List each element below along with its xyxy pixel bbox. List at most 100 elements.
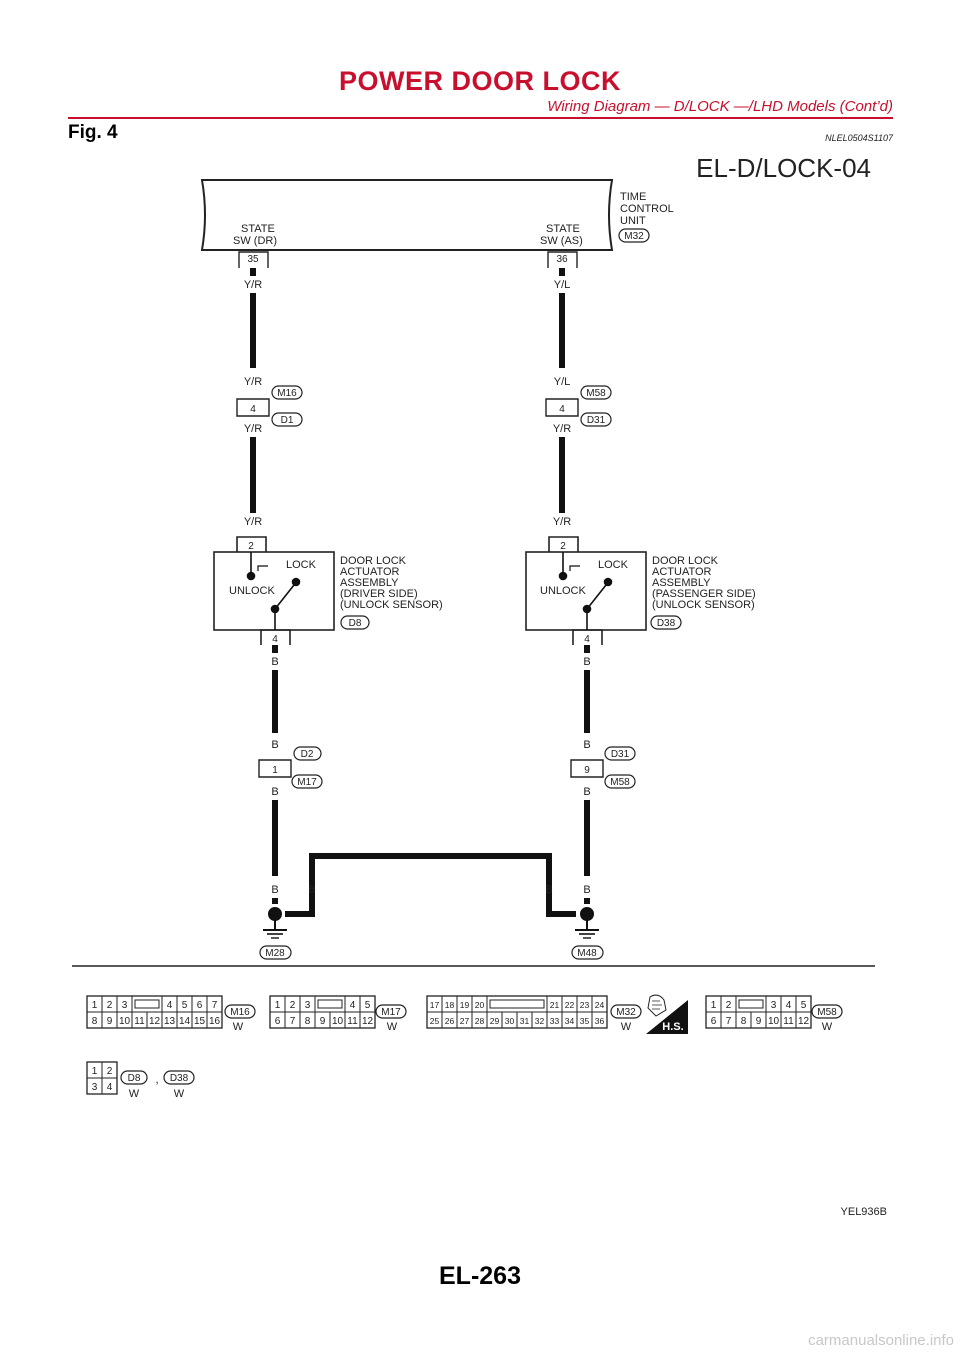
harness-side-label: H.S.: [662, 1021, 683, 1033]
d38-color: W: [174, 1088, 185, 1100]
tcu-pin-35-box: [238, 251, 269, 268]
m32-pin-label: 23: [580, 1000, 590, 1010]
joint-right-pin: 4: [559, 404, 565, 415]
m16-pin-label: 9: [107, 1016, 113, 1027]
m32-pin-label: 31: [520, 1016, 530, 1026]
m17-pin-label: 11: [347, 1016, 358, 1027]
m58-pin-label: 2: [726, 1000, 732, 1011]
tcu-name-l2: CONTROL: [620, 203, 674, 215]
harness-side-icon: [646, 994, 688, 1034]
actuator-left-l1: DOOR LOCK: [340, 555, 407, 567]
m16-pin-label: 5: [182, 1000, 188, 1011]
time-control-unit: [200, 179, 614, 251]
d8-pin-label: 2: [107, 1066, 113, 1077]
wire-label-cross-l: B: [308, 884, 315, 896]
actuator-right-l5: (UNLOCK SENSOR): [652, 599, 755, 611]
wire-ground-crossover: [285, 853, 576, 917]
actuator-left-lock: LOCK: [286, 559, 317, 571]
figure-ref: YEL936B: [841, 1206, 887, 1218]
wire-label-r3: Y/R: [553, 423, 571, 435]
m58-pin-label: 12: [798, 1016, 810, 1027]
lower-joint-right-top-pill: [604, 746, 636, 761]
m32-pin-label: 35: [580, 1016, 590, 1026]
d8-pin-cell: [101, 1077, 118, 1095]
ground-left-icon: [263, 907, 287, 939]
m17-pill: [375, 1004, 407, 1019]
m32-pin-cell: [591, 1011, 608, 1029]
lower-joint-left-pin: 1: [272, 765, 278, 776]
wire-label-l1: Y/R: [244, 279, 262, 291]
m32-pin-label: 17: [430, 1000, 440, 1010]
m16-pin-label: 12: [149, 1016, 161, 1027]
actuator-right-l1: DOOR LOCK: [652, 555, 719, 567]
m16-pin-label: 8: [92, 1016, 98, 1027]
m16-pill: [224, 1004, 256, 1019]
m58-pin-label: 9: [756, 1016, 762, 1027]
d8-d38-separator: ,: [155, 1072, 158, 1086]
m58-pin-label: 4: [786, 1000, 792, 1011]
actuator-right-unlock: UNLOCK: [540, 585, 587, 597]
m16-pin-label: 3: [122, 1000, 128, 1011]
lower-joint-left-conn-top: D2: [301, 749, 314, 760]
joint-left-conn-bottom: D1: [281, 415, 294, 426]
wire-label-r1: Y/L: [554, 279, 571, 291]
header-divider: [68, 117, 893, 119]
m17-pin-label: 9: [320, 1016, 326, 1027]
ground-right-pill: [571, 945, 604, 960]
ground-right-label: M48: [577, 948, 597, 959]
m16-label: M16: [230, 1007, 250, 1018]
d8-pin-label: 3: [92, 1082, 98, 1093]
m17-pin-label: 7: [290, 1016, 296, 1027]
lower-joint-right-bottom-pill: [604, 774, 636, 789]
m16-pin-label: 14: [179, 1016, 191, 1027]
wire-label-r8: B: [583, 884, 590, 896]
m32-pin-label: 34: [565, 1016, 575, 1026]
ground-right-icon: [575, 907, 599, 939]
actuator-left-pin-bottom: 4: [272, 634, 278, 645]
m16-pin-label: 10: [119, 1016, 131, 1027]
d8-label: D8: [128, 1073, 141, 1084]
tcu-pin-35: 35: [247, 254, 259, 265]
tcu-sw-as-l1: STATE: [546, 223, 580, 235]
wire-label-r6: B: [583, 739, 590, 751]
actuator-left-l5: (UNLOCK SENSOR): [340, 599, 443, 611]
actuator-left-pin2: [236, 536, 267, 552]
m32-label: M32: [616, 1007, 636, 1018]
m32-pin-label: 26: [445, 1016, 455, 1026]
m32-pin-label: 27: [460, 1016, 470, 1026]
m32-pin-label: 28: [475, 1016, 485, 1026]
m58-pin-label: 6: [711, 1016, 717, 1027]
tcu-sw-dr-l2: SW (DR): [233, 235, 277, 247]
m32-pin-label: 22: [565, 1000, 575, 1010]
actuator-right-l4: (PASSENGER SIDE): [652, 588, 756, 600]
m32-pin-label: 25: [430, 1016, 440, 1026]
actuator-right-conn: D38: [657, 618, 676, 629]
lower-joint-left-top-pill: [293, 746, 322, 761]
ground-left-pill: [259, 945, 292, 960]
m17-label: M17: [381, 1007, 401, 1018]
tcu-name-l1: TIME: [620, 191, 646, 203]
m58-pin-label: 11: [783, 1016, 794, 1027]
wire-label-l7: B: [271, 786, 278, 798]
ground-left-label: M28: [265, 948, 285, 959]
m17-pin-label: 3: [305, 1000, 311, 1011]
joint-left-bottom-pill: [271, 412, 303, 427]
tcu-sw-dr-l1: STATE: [241, 223, 275, 235]
d8-pin-label: 4: [107, 1082, 113, 1093]
m17-pin-label: 12: [362, 1016, 374, 1027]
actuator-right-l2: ACTUATOR: [652, 566, 712, 578]
m16-pin-cell: [206, 1011, 223, 1029]
page-number: EL-263: [439, 1262, 521, 1290]
actuator-left-pin-top: 2: [248, 541, 254, 552]
joint-right-box: [545, 398, 579, 417]
joint-right-bottom-pill: [580, 412, 612, 427]
joint-right-conn-bottom: D31: [587, 415, 606, 426]
actuator-right-switch: [558, 552, 613, 630]
actuator-right-lock: LOCK: [598, 559, 629, 571]
m58-color: W: [822, 1021, 833, 1033]
m32-pill: [610, 1004, 642, 1019]
lower-joint-right-box: [570, 759, 604, 778]
